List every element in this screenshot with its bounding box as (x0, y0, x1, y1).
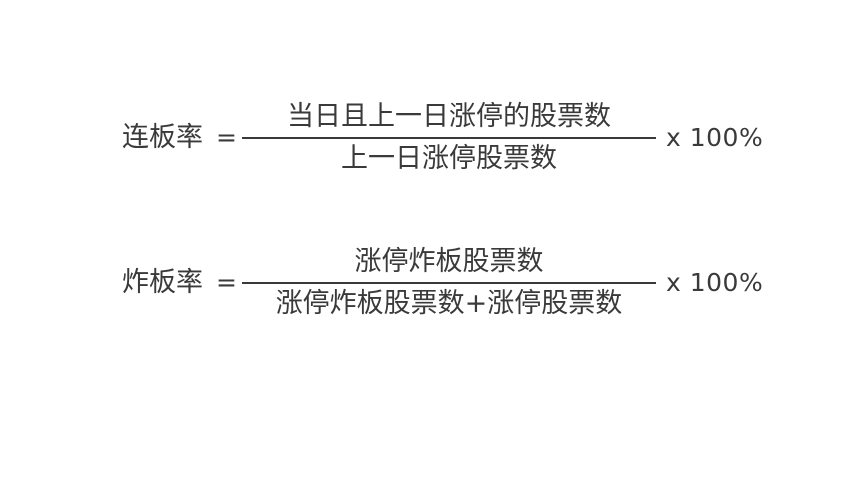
percentage-multiplier: x 100% (666, 123, 764, 152)
equals-sign: = (216, 268, 237, 297)
formula-label: 炸板率 (122, 267, 203, 298)
formula-label: 连板率 (122, 122, 203, 153)
equals-sign: = (216, 123, 237, 152)
percentage-multiplier: x 100% (666, 268, 764, 297)
limit-up-continuation-rate-formula: 连板率 = 当日且上一日涨停的股票数 上一日涨停股票数 x 100% (0, 98, 854, 178)
fraction-bar (242, 282, 656, 284)
formula-numerator: 涨停炸板股票数 (354, 246, 544, 277)
fraction-bar (242, 137, 656, 139)
formula-denominator: 涨停炸板股票数+涨停股票数 (275, 288, 623, 319)
formula-denominator: 上一日涨停股票数 (341, 143, 557, 174)
limit-up-break-rate-formula: 炸板率 = 涨停炸板股票数 涨停炸板股票数+涨停股票数 x 100% (0, 243, 854, 323)
formula-numerator: 当日且上一日涨停的股票数 (287, 101, 611, 132)
